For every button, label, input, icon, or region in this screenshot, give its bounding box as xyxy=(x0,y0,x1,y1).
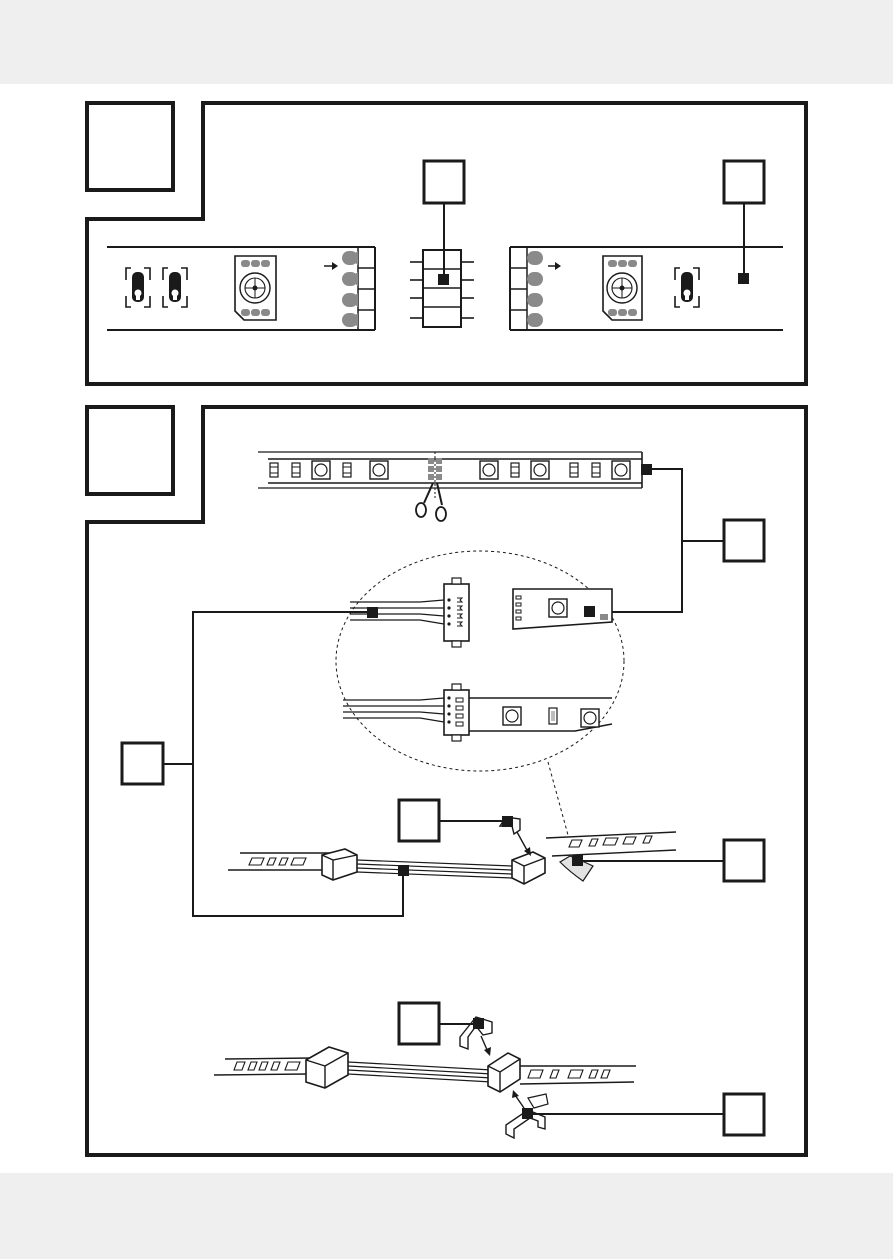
solder-pad xyxy=(527,251,543,327)
callout-strip xyxy=(722,159,766,284)
bottom-gray-band xyxy=(0,1173,893,1259)
strip-connection-assembly xyxy=(228,848,546,885)
arrow-right-icon xyxy=(548,262,561,270)
led-strip-end-left xyxy=(107,246,376,331)
top-gray-band xyxy=(0,0,893,84)
figure-1-number-box xyxy=(85,101,175,192)
rgb-led-chip xyxy=(234,255,277,321)
callout-marker xyxy=(522,1108,533,1119)
solder-pad xyxy=(342,251,358,327)
rgb-led-chip xyxy=(602,255,643,321)
strip-end-piece xyxy=(512,588,613,630)
clip-bottom-icon xyxy=(505,1090,549,1140)
final-assembly xyxy=(213,1046,636,1093)
callout-connector-wires xyxy=(120,611,404,917)
wire-connector xyxy=(350,577,470,648)
callout-marker xyxy=(641,464,652,475)
cut-mark xyxy=(428,452,442,500)
callout-clip xyxy=(397,798,513,843)
callout-marker xyxy=(367,607,378,618)
figure-1-frame xyxy=(85,101,808,386)
callout-strip xyxy=(594,468,766,613)
figure-2 xyxy=(85,405,808,1157)
connector-block xyxy=(410,249,474,328)
figure-2-number-box xyxy=(85,405,175,496)
led-strip xyxy=(258,451,643,500)
connector-attached-to-strip xyxy=(343,683,613,742)
figure-1 xyxy=(85,101,808,386)
callout-backing xyxy=(583,838,766,883)
led-strip-start-right xyxy=(509,246,783,331)
callout-clip-bottom xyxy=(533,1092,766,1137)
resistor-component xyxy=(674,267,700,308)
strip-with-backing xyxy=(545,831,677,882)
resistor-component xyxy=(125,267,188,308)
callout-clip-top xyxy=(397,1001,484,1046)
callout-marker xyxy=(398,865,409,876)
callout-connector xyxy=(422,159,466,285)
callout-marker xyxy=(572,855,583,866)
callout-marker xyxy=(584,606,595,617)
figure-2-frame xyxy=(85,405,808,1157)
scissors-icon xyxy=(415,482,447,522)
arrow-right-icon xyxy=(324,262,338,270)
